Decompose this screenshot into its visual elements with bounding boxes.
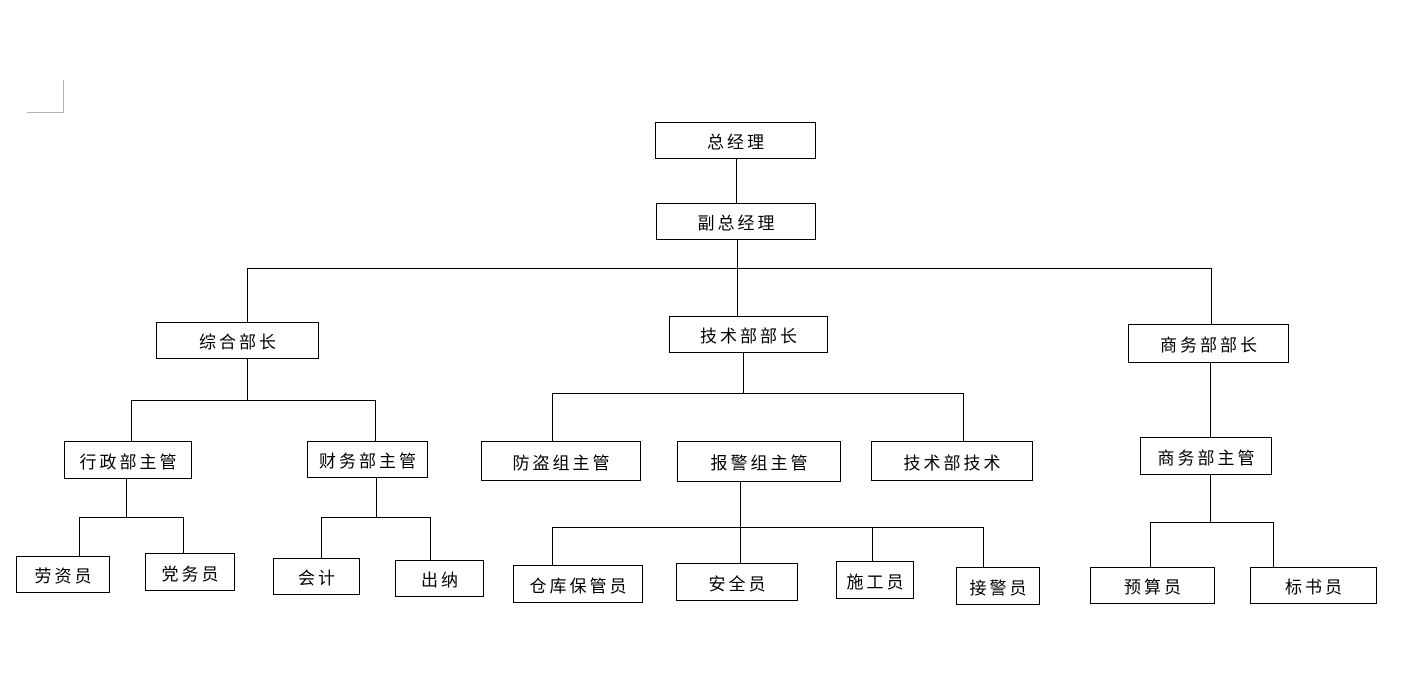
node-commerce-dept-head[interactable]: 商务部部长	[1128, 324, 1289, 363]
connector-gm-to-deputy	[736, 159, 737, 203]
node-general-dept-head[interactable]: 综合部长	[156, 322, 319, 359]
connector-drop-accountant	[321, 517, 322, 558]
node-general-manager[interactable]: 总经理	[655, 122, 816, 159]
connector-drop-antitheft-supervisor	[552, 393, 553, 441]
node-accountant[interactable]: 会计	[273, 558, 360, 595]
connector-commerce-supervisor-stem	[1210, 475, 1211, 522]
node-antitheft-supervisor[interactable]: 防盗组主管	[481, 441, 641, 481]
node-commerce-supervisor[interactable]: 商务部主管	[1140, 437, 1272, 475]
connector-drop-warehouse-keeper	[552, 527, 553, 565]
node-tech-dept-tech[interactable]: 技术部技术	[871, 441, 1033, 481]
page-margin-mark-horizontal	[27, 112, 64, 113]
connector-admin-stem	[126, 479, 127, 517]
connector-alarm-rail	[552, 527, 984, 528]
connector-deputy-stem	[737, 240, 738, 268]
connector-drop-general-dept	[247, 268, 248, 322]
node-bid-clerk[interactable]: 标书员	[1250, 567, 1377, 604]
connector-drop-finance-supervisor	[375, 400, 376, 441]
connector-drop-admin-supervisor	[131, 400, 132, 441]
connector-drop-commerce-dept	[1211, 268, 1212, 324]
node-admin-supervisor[interactable]: 行政部主管	[64, 441, 192, 479]
node-warehouse-keeper[interactable]: 仓库保管员	[513, 565, 643, 603]
connector-admin-rail	[79, 517, 184, 518]
connector-finance-rail	[321, 517, 431, 518]
connector-drop-bid-clerk	[1273, 522, 1274, 567]
connector-drop-construction-worker	[872, 527, 873, 561]
connector-alarm-stem	[740, 482, 741, 563]
node-budget-officer[interactable]: 预算员	[1090, 567, 1215, 604]
page-margin-mark-vertical	[63, 80, 64, 113]
connector-drop-alarm-receiver	[983, 527, 984, 567]
node-cashier[interactable]: 出纳	[395, 560, 484, 597]
connector-level3-rail	[247, 268, 1212, 269]
node-construction-worker[interactable]: 施工员	[836, 561, 914, 599]
connector-tech-dept-rail	[552, 393, 964, 394]
connector-drop-labor-clerk	[79, 517, 80, 556]
connector-general-dept-stem	[247, 359, 248, 400]
connector-drop-tech-dept-tech	[963, 393, 964, 441]
connector-general-dept-rail	[131, 400, 376, 401]
connector-drop-party-clerk	[183, 517, 184, 553]
node-deputy-general-manager[interactable]: 副总经理	[656, 203, 816, 240]
node-alarm-receiver[interactable]: 接警员	[956, 567, 1040, 605]
node-tech-dept-head[interactable]: 技术部部长	[669, 316, 828, 353]
node-labor-clerk[interactable]: 劳资员	[16, 556, 110, 593]
connector-commerce-dept-stem	[1210, 363, 1211, 437]
node-alarm-supervisor[interactable]: 报警组主管	[677, 441, 841, 482]
connector-drop-cashier	[430, 517, 431, 560]
connector-finance-stem	[376, 478, 377, 517]
connector-commerce-rail	[1150, 522, 1274, 523]
node-finance-supervisor[interactable]: 财务部主管	[307, 441, 428, 478]
node-safety-officer[interactable]: 安全员	[676, 563, 798, 601]
connector-tech-dept-stem	[743, 353, 744, 393]
node-party-clerk[interactable]: 党务员	[145, 553, 235, 591]
connector-drop-budget-officer	[1150, 522, 1151, 567]
connector-drop-tech-dept	[737, 268, 738, 316]
